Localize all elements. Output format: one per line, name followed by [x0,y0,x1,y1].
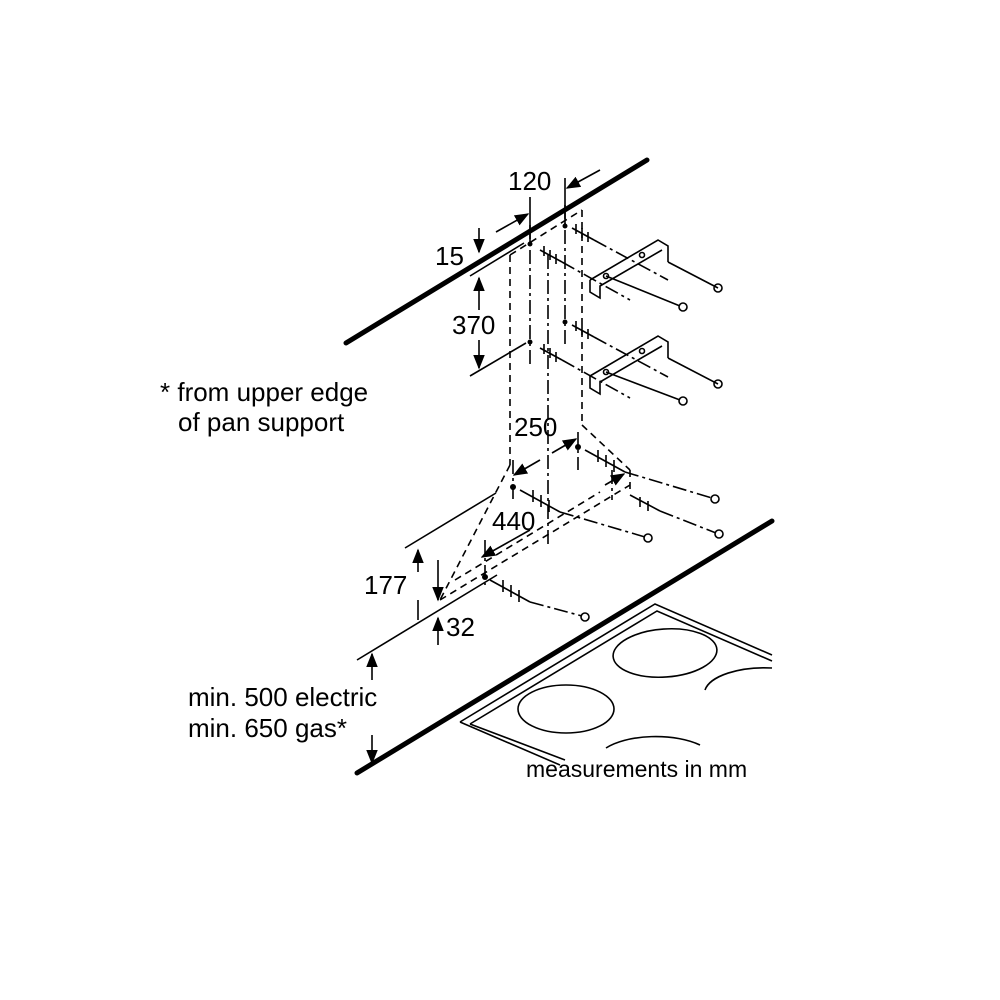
label-250: 250 [514,412,557,442]
label-370: 370 [452,310,495,340]
note-min-electric: min. 500 electric [188,682,377,712]
chimney-outline [439,209,631,601]
dim-177 [412,548,444,620]
dim-440 [480,473,626,558]
label-15: 15 [435,241,464,271]
ceiling-line [343,157,650,346]
lower-bracket [589,335,723,406]
upper-bracket [589,239,723,312]
dim-370 [469,276,527,377]
note-measurements: measurements in mm [526,756,747,782]
note-min-gas: min. 650 gas* [188,713,347,743]
dim-120 [495,169,601,245]
label-120: 120 [508,166,551,196]
label-32: 32 [446,612,475,642]
note-from-edge-line2: of pan support [178,407,345,437]
dim-250 [512,438,578,476]
hob [459,603,773,766]
label-440: 440 [492,506,535,536]
label-177: 177 [364,570,407,600]
hood-upper-edge-line [404,492,497,549]
hood-bottom-line [356,574,498,661]
worktop-line [354,518,775,776]
upper-plugs [527,223,669,399]
note-from-edge-line1: * from upper edge [160,377,368,407]
dim-15 [469,228,525,277]
